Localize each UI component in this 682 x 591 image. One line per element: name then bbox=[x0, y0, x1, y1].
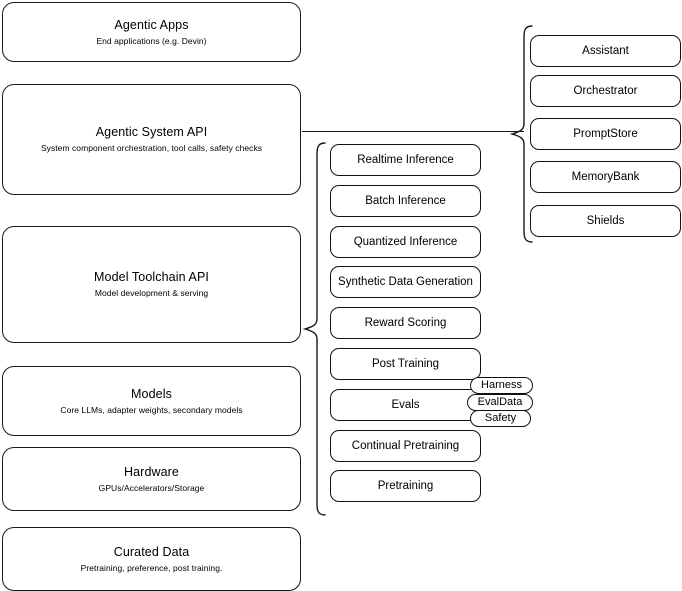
capability-label: Pretraining bbox=[377, 480, 434, 492]
layer-title: Hardware bbox=[124, 464, 179, 479]
layer-title: Models bbox=[131, 386, 172, 401]
layer-box-hardware[interactable]: Hardware GPUs/Accelerators/Storage bbox=[2, 447, 301, 511]
layer-box-agentic-system-api[interactable]: Agentic System API System component orch… bbox=[2, 84, 301, 195]
capability-box-batch-inference[interactable]: Batch Inference bbox=[330, 185, 481, 217]
evals-badge-safety[interactable]: Safety bbox=[470, 410, 531, 427]
evals-badge-label: EvalData bbox=[477, 396, 523, 408]
brace-agentic-system-components bbox=[510, 24, 534, 244]
capability-box-synthetic-data-generation[interactable]: Synthetic Data Generation bbox=[330, 266, 481, 298]
capability-label: Evals bbox=[391, 399, 420, 411]
layer-title: Agentic Apps bbox=[114, 17, 189, 32]
connector-line-agentic-system-api-to-components bbox=[302, 131, 524, 132]
brace-model-toolchain bbox=[303, 141, 327, 517]
layer-subtitle: Core LLMs, adapter weights, secondary mo… bbox=[60, 404, 243, 415]
component-label: Shields bbox=[586, 215, 625, 227]
capability-label: Realtime Inference bbox=[357, 154, 454, 166]
layer-subtitle: GPUs/Accelerators/Storage bbox=[98, 482, 205, 493]
capability-box-quantized-inference[interactable]: Quantized Inference bbox=[330, 226, 481, 258]
capability-box-continual-pretraining[interactable]: Continual Pretraining bbox=[330, 430, 481, 462]
component-box-orchestrator[interactable]: Orchestrator bbox=[530, 75, 681, 107]
layer-box-curated-data[interactable]: Curated Data Pretraining, preference, po… bbox=[2, 527, 301, 591]
layer-subtitle: Model development & serving bbox=[94, 288, 209, 298]
layer-subtitle: Pretraining, preference, post training. bbox=[80, 562, 223, 573]
component-box-assistant[interactable]: Assistant bbox=[530, 35, 681, 67]
capability-box-reward-scoring[interactable]: Reward Scoring bbox=[330, 307, 481, 339]
layer-box-model-toolchain-api[interactable]: Model Toolchain API Model development & … bbox=[2, 226, 301, 343]
component-label: Orchestrator bbox=[573, 85, 638, 97]
capability-box-pretraining[interactable]: Pretraining bbox=[330, 470, 481, 502]
layer-subtitle: End applications (e.g. Devin) bbox=[96, 35, 207, 46]
evals-badge-harness[interactable]: Harness bbox=[470, 377, 533, 394]
layer-box-agentic-apps[interactable]: Agentic Apps End applications (e.g. Devi… bbox=[2, 2, 301, 62]
capability-box-evals[interactable]: Evals bbox=[330, 389, 481, 421]
capability-label: Quantized Inference bbox=[353, 236, 458, 248]
evals-badge-label: Harness bbox=[481, 379, 522, 391]
layer-subtitle: System component orchestration, tool cal… bbox=[40, 143, 263, 153]
capability-label: Reward Scoring bbox=[364, 317, 447, 329]
component-box-memorybank[interactable]: MemoryBank bbox=[530, 161, 681, 193]
capability-box-realtime-inference[interactable]: Realtime Inference bbox=[330, 144, 481, 176]
component-box-shields[interactable]: Shields bbox=[530, 205, 681, 237]
component-label: MemoryBank bbox=[571, 171, 640, 183]
component-label: Assistant bbox=[582, 45, 629, 57]
capability-label: Batch Inference bbox=[365, 195, 446, 207]
component-box-promptstore[interactable]: PromptStore bbox=[530, 118, 681, 150]
capability-label: Continual Pretraining bbox=[351, 440, 460, 452]
evals-badge-evaldata[interactable]: EvalData bbox=[467, 394, 533, 411]
evals-badge-label: Safety bbox=[484, 412, 517, 424]
layer-box-models[interactable]: Models Core LLMs, adapter weights, secon… bbox=[2, 366, 301, 436]
layer-title: Model Toolchain API bbox=[94, 270, 209, 284]
capability-box-post-training[interactable]: Post Training bbox=[330, 348, 481, 380]
capability-label: Synthetic Data Generation bbox=[338, 276, 473, 288]
layer-title: Curated Data bbox=[113, 544, 190, 559]
capability-label: Post Training bbox=[371, 358, 440, 370]
layer-title: Agentic System API bbox=[95, 125, 208, 139]
component-label: PromptStore bbox=[573, 128, 638, 140]
